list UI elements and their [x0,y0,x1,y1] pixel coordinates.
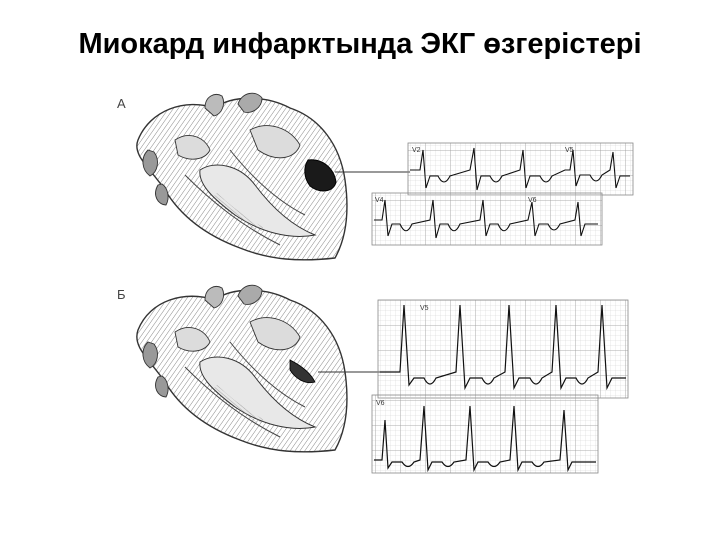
slide-title: Миокард инфарктында ЭКГ өзгерістері [78,28,642,60]
lead-label-v6: V6 [528,197,537,204]
lead-label-v2: V2 [412,147,421,154]
ecg-strip-a-bottom: V4 V6 [371,192,603,246]
heart-illustration-b [136,284,348,453]
ecg-strip-b-bottom: V6 [371,394,599,474]
lead-label-b-v6: V6 [376,400,385,407]
panel-label-a: А [117,96,126,111]
ecg-strip-b-top: V5 [377,299,629,399]
heart-illustration-a [136,92,348,261]
lead-label-v4: V4 [375,197,384,204]
lead-label-v5: V5 [565,147,574,154]
panel-label-b: Б [117,287,126,302]
lead-label-b-v5: V5 [420,305,429,312]
ecg-strip-a-top: V2 V5 [407,142,634,196]
